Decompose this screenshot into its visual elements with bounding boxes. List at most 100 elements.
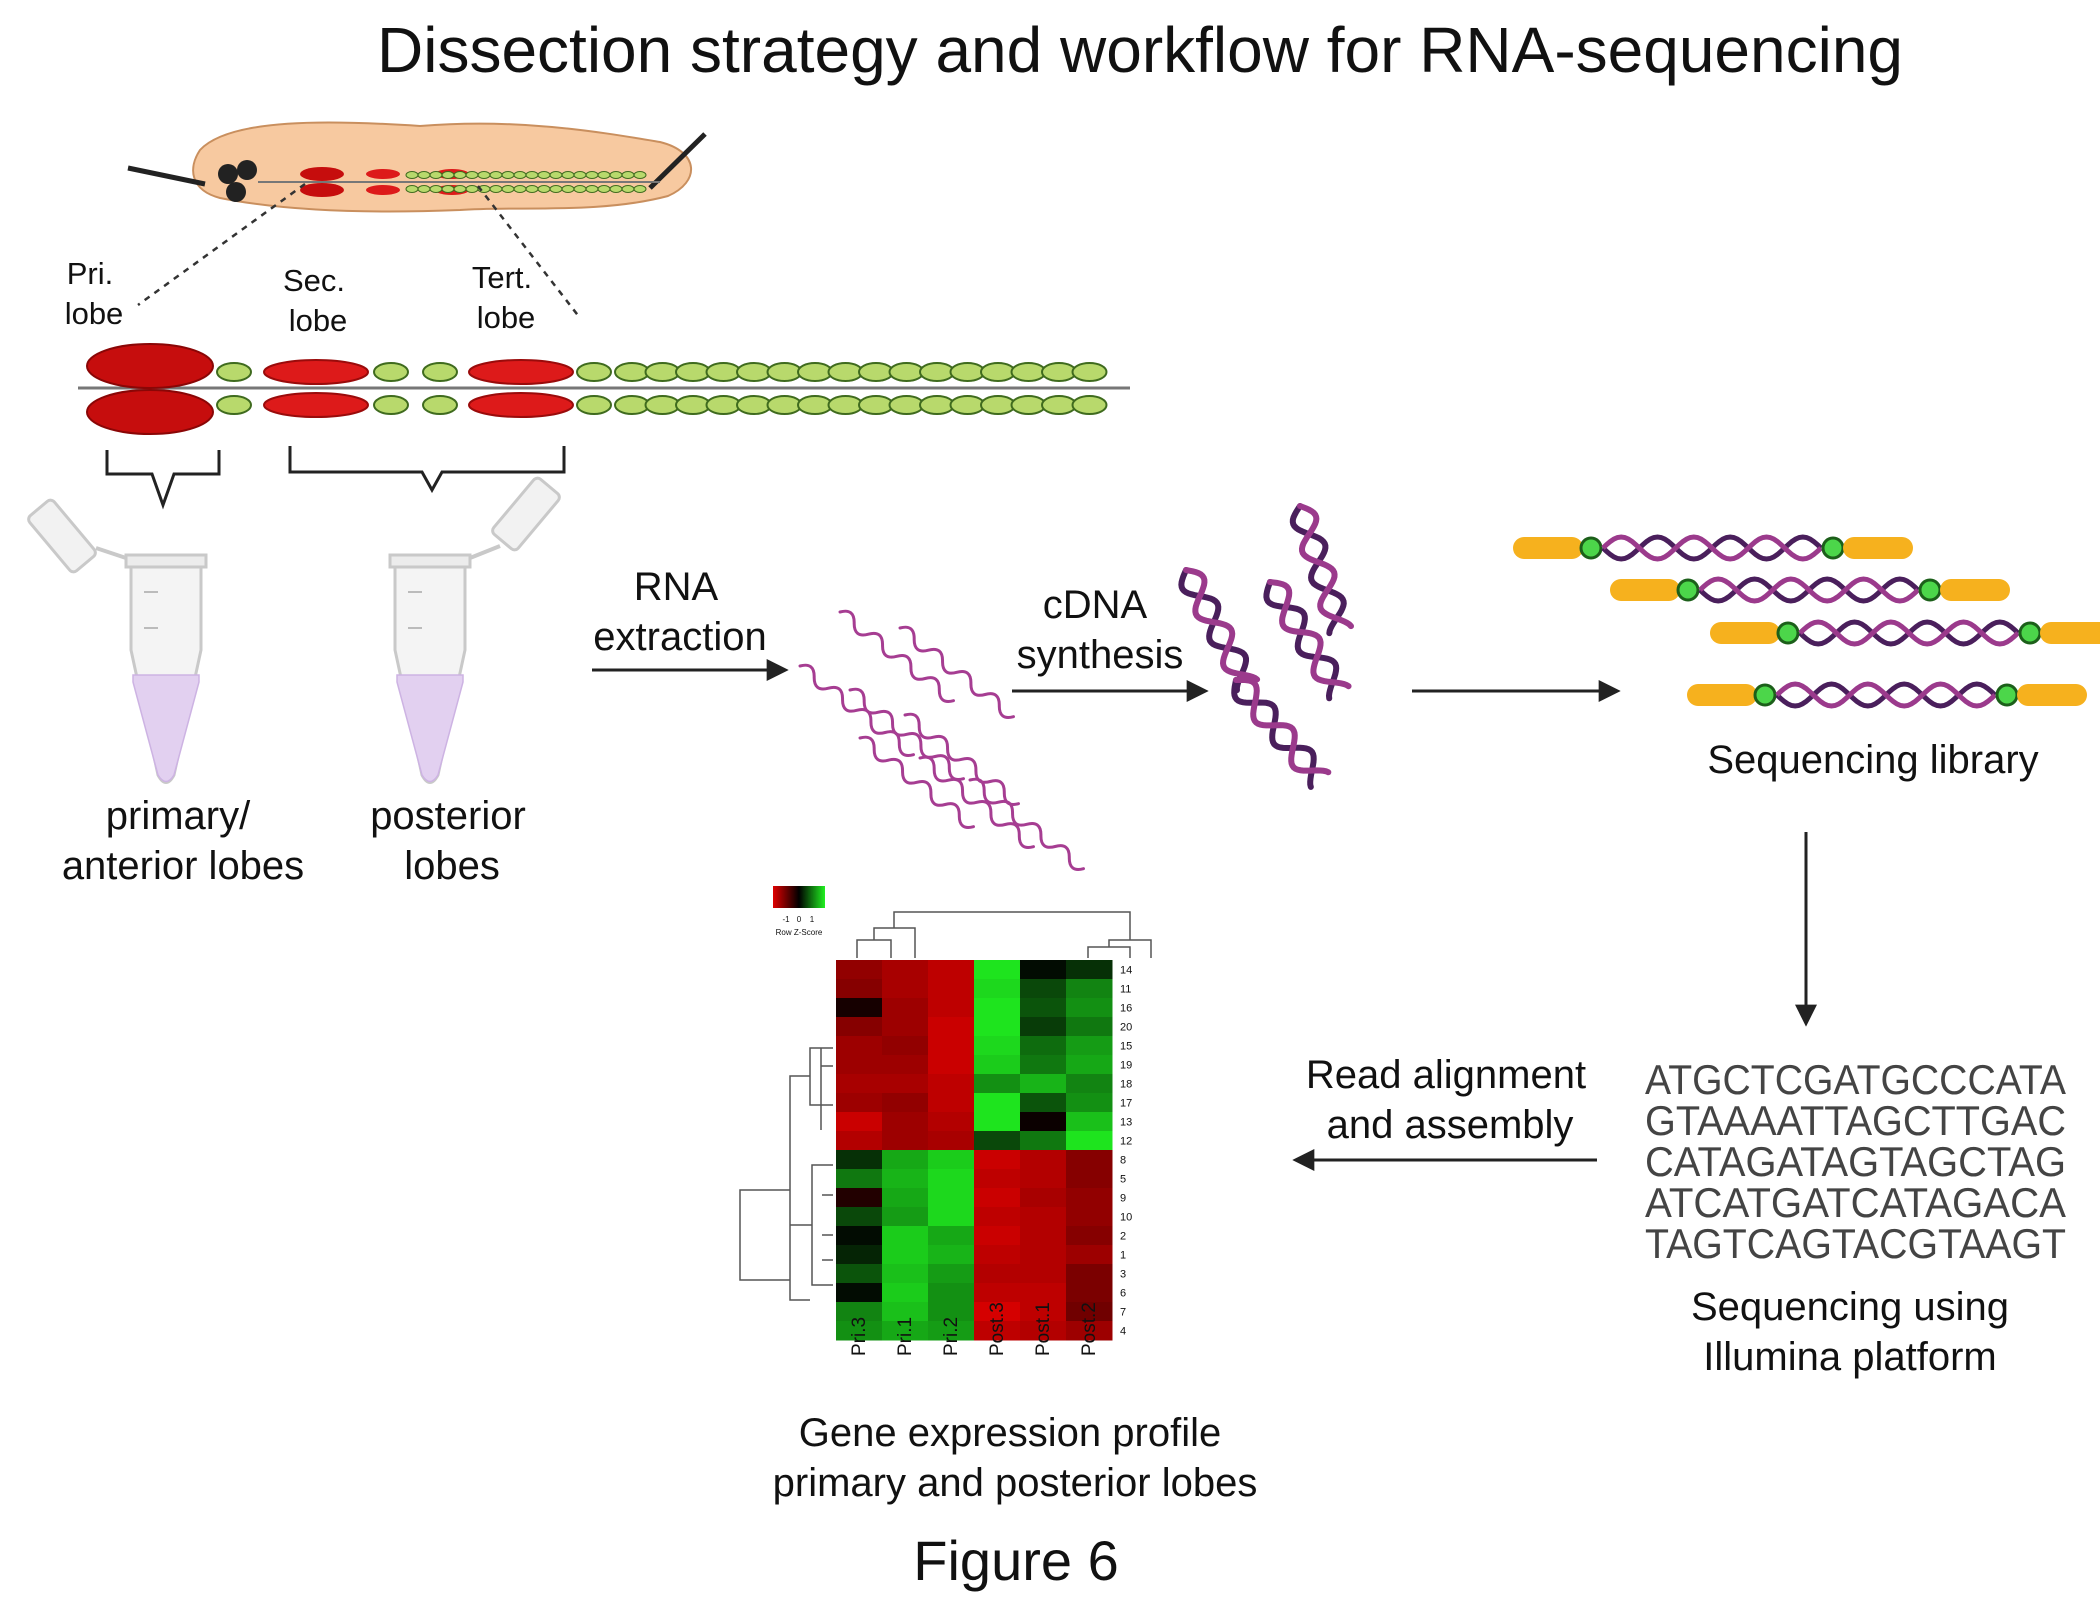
heatmap-cell [836,998,883,1018]
rna-strands [798,609,1085,871]
mini-posterior-lobe [441,171,455,179]
heatmap-cell [836,1074,883,1094]
heatmap-cell [1020,998,1067,1018]
mini-posterior-lobe [609,185,623,193]
heatmap-cell [882,979,929,999]
color-key-bar [773,886,825,908]
sequence-reads: ATGCTCGATGCCCATA GTAAAATTAGCTTGAC CATAGA… [1645,1056,2066,1267]
library-helix [1798,619,2020,647]
heatmap-column-label: Pri.2 [941,1317,962,1356]
heatmap-cell [836,1264,883,1284]
library-helix [1698,576,1920,604]
lymph-gland-lobes [86,343,1108,435]
heatmap-cell [882,1036,929,1056]
helix-strand [1267,579,1352,690]
posterior-lobe [827,362,864,382]
posterior-lobe [949,362,986,382]
heatmap-cell [928,1245,975,1265]
adapter-bead [1676,578,1700,602]
sequence-read: CATAGATAGTAGCTAG [1645,1138,2066,1185]
mini-primary-lobe [300,183,344,197]
larva-body [192,121,693,213]
heatmap-cell [974,1112,1021,1132]
posterior-lobe [675,395,711,415]
posterior-lobe [1041,362,1077,382]
tube-hinge [95,546,127,560]
heatmap-cell [928,1017,975,1037]
heatmap-row-label: 12 [1120,1136,1132,1148]
mini-posterior-lobe [633,185,647,193]
posterior-lobe [919,395,955,415]
heatmap-cell [1066,979,1113,999]
rna-strand-path [848,687,965,781]
heatmap-cell [928,979,975,999]
mini-posterior-lobe [573,171,587,179]
mini-posterior-lobe [477,171,491,179]
helix-strand [1698,576,1920,604]
heatmap-cell [928,1207,975,1227]
heatmap-cell [836,1093,883,1113]
heatmap-cell [928,1226,975,1246]
posterior-lobe [644,362,681,382]
heatmap-cell [1020,1017,1067,1037]
helix-strand [1775,681,1997,709]
posterior-lobe [736,395,772,415]
adapter [1940,579,2010,601]
tertiary-lobe-label: Tert.lobe [472,260,535,335]
adapter-bead [1918,578,1942,602]
heatmap-cell [1066,1264,1113,1284]
posterior-lobe [766,362,803,382]
figure-label: Figure 6 [913,1529,1118,1592]
heatmap-cell [928,1283,975,1303]
heatmap-cell [836,960,883,980]
heatmap-cell [1020,1283,1067,1303]
rna-strand-path [858,735,975,829]
tube-rim [388,553,472,569]
heatmap-cell [882,1245,929,1265]
adapter [1687,684,1757,706]
rna-strand [798,663,915,757]
mini-posterior-lobe [561,171,575,179]
heatmap-cell [928,1169,975,1189]
cdna-helices [1178,503,1355,790]
heatmap-column-label: Pri.3 [849,1317,870,1356]
heatmap-cell [1020,1169,1067,1189]
heatmap-cell [836,1017,883,1037]
larva-illustration [127,121,707,319]
heatmap-cell [974,1264,1021,1284]
rna-strand [838,609,955,703]
mini-posterior-lobe [405,185,419,193]
rna-strand-path [898,625,1015,719]
heatmap-column-label: Pri.1 [895,1317,916,1356]
mini-posterior-lobe [597,171,611,179]
helix-strand [1183,567,1261,683]
color-key: -1 0 1 Row Z-Score [773,886,825,937]
rna-strand-path [918,755,1035,849]
heatmap-cell [1066,960,1113,980]
mini-posterior-lobe [453,171,467,179]
secondary-tertiary-lobe [468,359,574,385]
mini-posterior-lobe [633,171,647,179]
lymph-gland [78,343,1130,435]
adapter [1513,537,1583,559]
posterior-lobe [827,395,864,415]
heatmap-cell [1066,1321,1113,1341]
heatmap-cell [1020,1074,1067,1094]
rna-strand [903,712,1020,806]
heatmap-cell [882,1112,929,1132]
heatmap-cell [974,1207,1021,1227]
mini-posterior-lobe [597,185,611,193]
figure-title: Dissection strategy and workflow for RNA… [377,14,1903,86]
heatmap-cell [1020,1264,1067,1284]
library-helix [1601,534,1823,562]
heatmap-row-label: 15 [1120,1041,1132,1053]
posterior-lobe [1071,395,1108,415]
heatmap-cell [974,1036,1021,1056]
library-fragment [1687,681,2087,709]
heatmap-cell [974,998,1021,1018]
heatmap-cell [1066,1055,1113,1075]
